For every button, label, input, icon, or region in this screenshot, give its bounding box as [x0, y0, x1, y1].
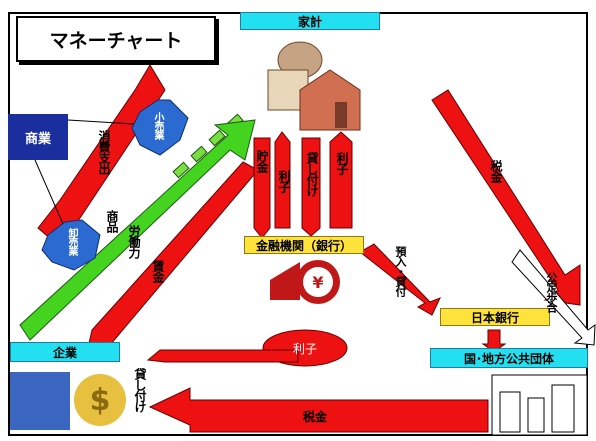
labor-label: 労働力	[127, 225, 141, 258]
svg-text:$: $	[90, 383, 111, 418]
wholesaler-label: 卸売業	[66, 228, 77, 255]
bank-logo	[270, 262, 300, 300]
interest-arrow-2	[329, 131, 353, 229]
retailer-label: 小売業	[152, 112, 163, 139]
goods-label: 商品	[105, 210, 119, 232]
public-rate-arrow	[511, 249, 596, 346]
household-label: 家計	[240, 12, 380, 30]
bank-label: 金融機関（銀行）	[244, 236, 364, 254]
company-loans-label: 貸し付け	[133, 368, 147, 412]
public-rate-label: 公定歩合	[545, 272, 558, 312]
interest-label-2: 利子	[335, 152, 349, 174]
retailer-shape	[131, 99, 189, 156]
deposit-loan-arrow	[359, 243, 441, 316]
company-illustration: $	[10, 372, 126, 430]
savings-label: 貯金	[255, 150, 269, 172]
company-tax-label: 税金	[302, 409, 327, 424]
government-label: 国･地方公共団体	[430, 348, 588, 368]
labor-arrow	[19, 119, 256, 341]
company-loan-arrow	[146, 349, 299, 363]
loans-label: 貸し付け	[305, 152, 319, 196]
company-interest-label: 利子	[292, 341, 317, 356]
consumption-label: 消費支出	[97, 130, 111, 174]
savings-arrow	[253, 137, 271, 239]
deposit-loan-label: 預入・貸付	[394, 246, 407, 296]
commerce-box: 商業	[8, 114, 68, 160]
government-illustration	[491, 374, 588, 436]
page-title: マネーチャート	[16, 16, 216, 62]
household-tax-label: 税金	[489, 160, 503, 182]
central-bank-label: 日本銀行	[440, 308, 550, 326]
interest-arrow-1	[274, 131, 291, 229]
wholesaler-shape	[41, 219, 101, 271]
interest-label-1: 利子	[277, 170, 291, 192]
household-illustration	[267, 41, 361, 131]
company-tax-arrow	[148, 387, 489, 433]
commerce-label: 商業	[24, 131, 51, 147]
svg-text:¥: ¥	[312, 273, 323, 292]
loans-arrow	[301, 137, 321, 237]
wages-label: 賃金	[151, 260, 165, 282]
company-label: 企業	[10, 342, 120, 362]
